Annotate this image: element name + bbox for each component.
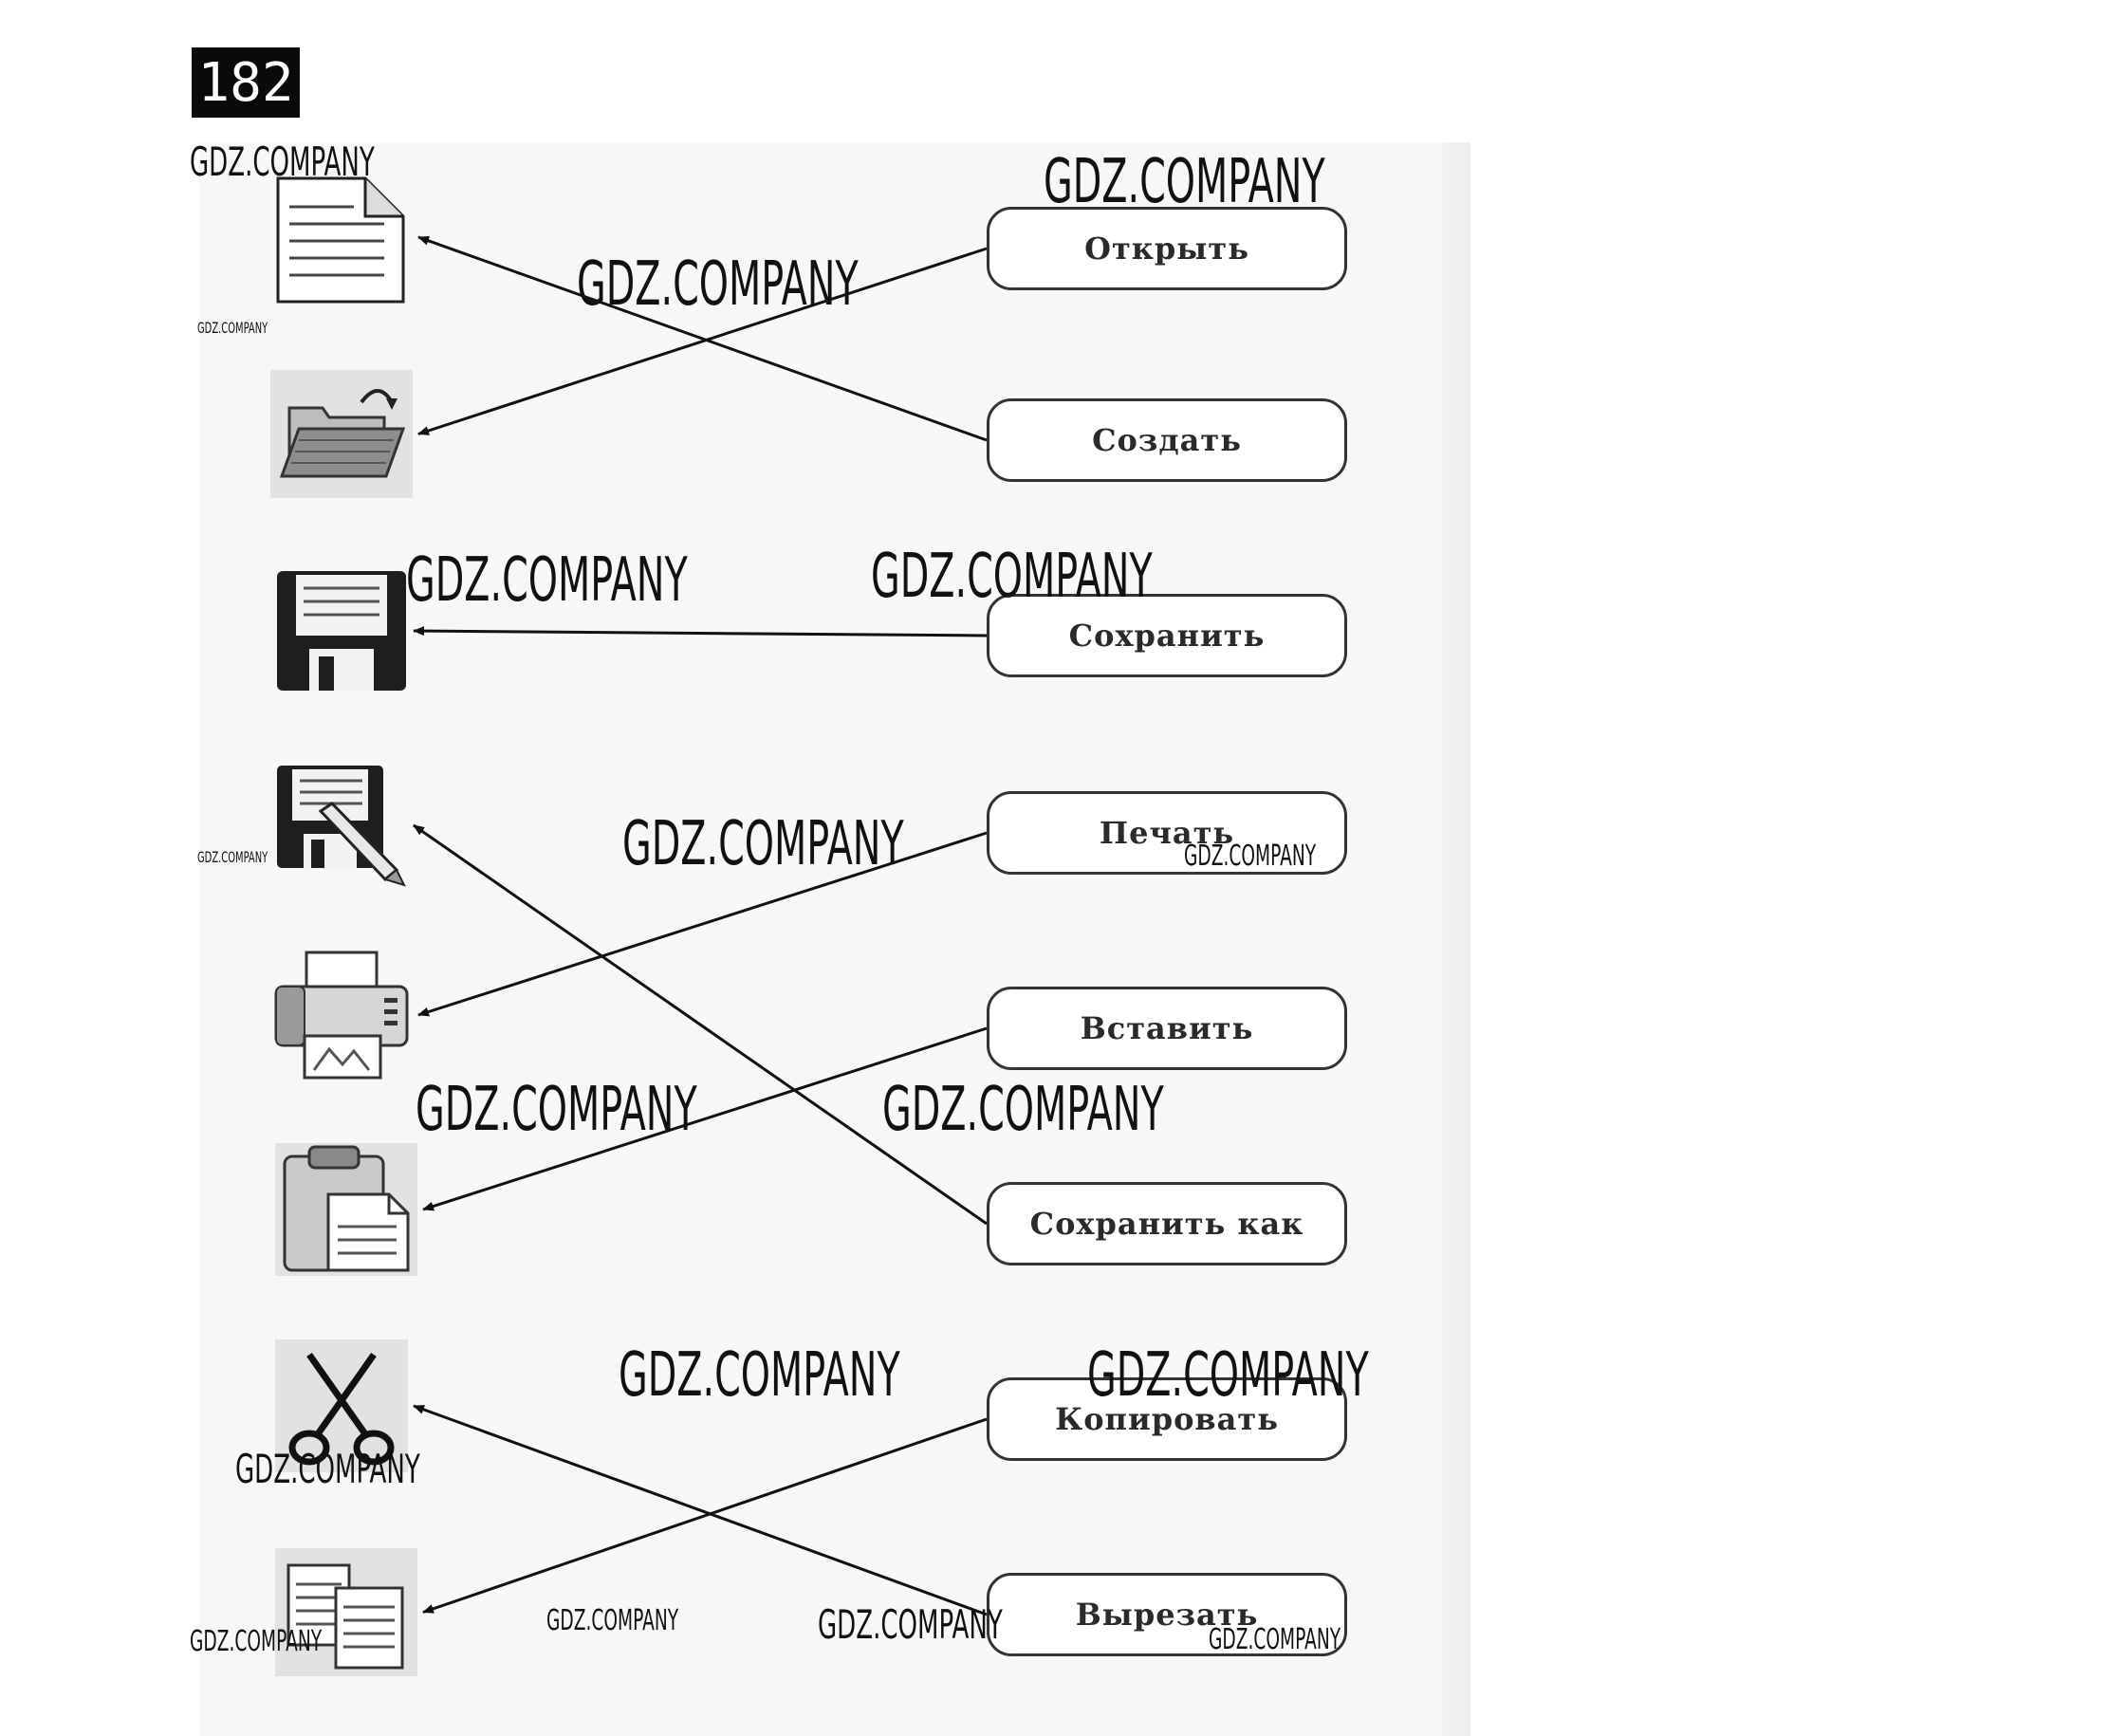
watermark: GDZ.COMPANY bbox=[546, 1604, 679, 1637]
watermark: GDZ.COMPANY bbox=[406, 545, 688, 616]
floppy-pencil-icon bbox=[275, 764, 408, 887]
command-print[interactable]: Печать bbox=[987, 791, 1347, 875]
watermark: GDZ.COMPANY bbox=[1044, 147, 1325, 217]
command-save-as[interactable]: Сохранить как bbox=[987, 1182, 1347, 1265]
watermark: GDZ.COMPANY bbox=[190, 1625, 323, 1658]
printer-icon bbox=[270, 949, 413, 1081]
watermark: GDZ.COMPANY bbox=[818, 1601, 1003, 1648]
watermark: GDZ.COMPANY bbox=[871, 542, 1153, 612]
watermark: GDZ.COMPANY bbox=[197, 848, 268, 866]
folder-open-icon bbox=[270, 370, 413, 498]
exercise-number: 182 bbox=[192, 47, 300, 118]
watermark: GDZ.COMPANY bbox=[882, 1075, 1164, 1145]
clipboard-icon bbox=[275, 1143, 417, 1276]
document-icon bbox=[270, 171, 413, 304]
watermark: GDZ.COMPANY bbox=[622, 809, 904, 879]
command-save[interactable]: Сохранить bbox=[987, 594, 1347, 677]
watermark: GDZ.COMPANY bbox=[1184, 840, 1317, 873]
copy-pages-icon bbox=[275, 1548, 417, 1676]
command-copy[interactable]: Копировать bbox=[987, 1377, 1347, 1461]
watermark: GDZ.COMPANY bbox=[1209, 1623, 1341, 1656]
floppy-disk-icon bbox=[275, 569, 408, 693]
command-cut[interactable]: Вырезать bbox=[987, 1573, 1347, 1656]
command-create[interactable]: Создать bbox=[987, 398, 1347, 482]
watermark: GDZ.COMPANY bbox=[190, 139, 375, 185]
scissors-icon bbox=[275, 1339, 408, 1472]
watermark: GDZ.COMPANY bbox=[235, 1446, 420, 1492]
command-open[interactable]: Открыть bbox=[987, 207, 1347, 290]
watermark: GDZ.COMPANY bbox=[416, 1075, 697, 1145]
watermark: GDZ.COMPANY bbox=[619, 1340, 900, 1411]
watermark: GDZ.COMPANY bbox=[197, 319, 268, 337]
panel-edge bbox=[1442, 142, 1470, 1736]
watermark: GDZ.COMPANY bbox=[1087, 1340, 1369, 1411]
command-paste[interactable]: Вставить bbox=[987, 987, 1347, 1070]
watermark: GDZ.COMPANY bbox=[577, 249, 859, 320]
